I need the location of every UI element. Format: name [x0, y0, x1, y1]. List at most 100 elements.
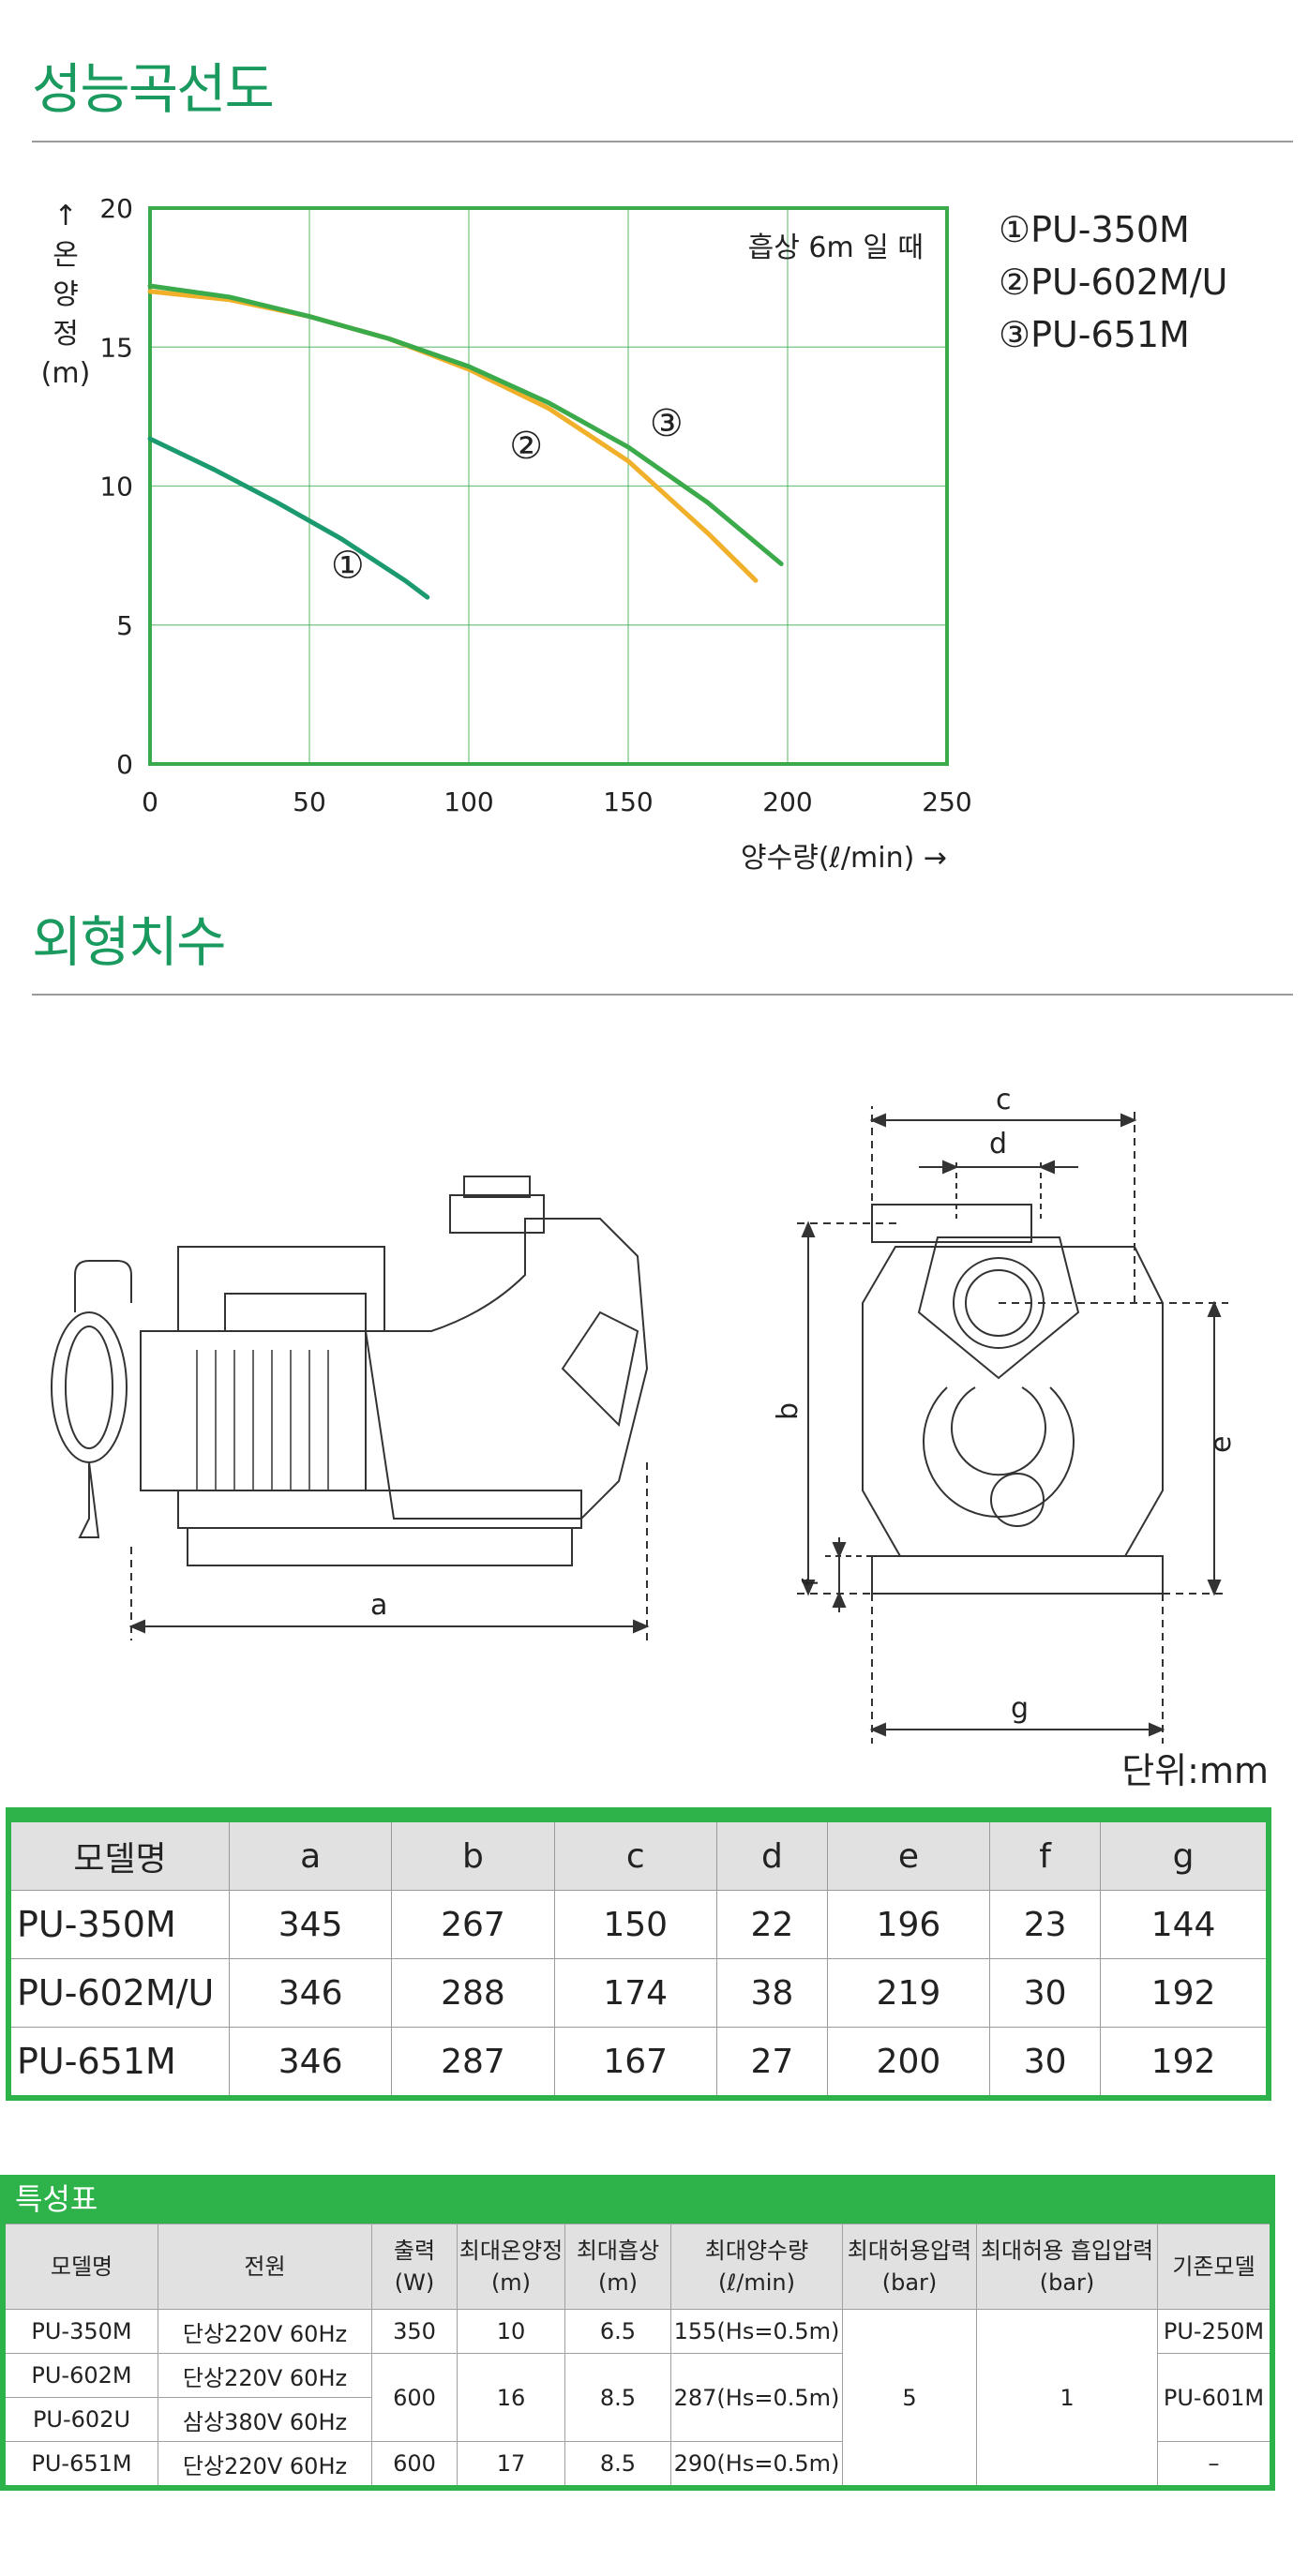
- table-cell: 290(Hs=0.5m): [670, 2441, 843, 2489]
- table-cell: 192: [1100, 1958, 1270, 2028]
- header-cell: g: [1100, 1814, 1270, 1891]
- x-tick-label: 50: [293, 786, 326, 817]
- header-cell: c: [553, 1814, 717, 1891]
- motor-top-box: [177, 1246, 385, 1332]
- unit-label: 단위:mm: [1121, 1750, 1269, 1791]
- x-tick-label: 0: [142, 786, 158, 817]
- table-cell: 600: [371, 2441, 458, 2489]
- table-cell: 단상220V 60Hz: [158, 2441, 372, 2489]
- pump-side-view-drawing: c d b e f g: [772, 1084, 1238, 1744]
- dimension-label-e: e: [1205, 1436, 1238, 1453]
- header-cell: d: [715, 1814, 828, 1891]
- table-row: PU-350M 345 267 150 22 196 23 144: [8, 1890, 1270, 1959]
- table-cell: 5: [842, 2309, 977, 2489]
- table-cell: 345: [228, 1890, 393, 1959]
- table-row: PU-350M 단상220V 60Hz 350 10 6.5 155(Hs=0.…: [2, 2309, 1273, 2489]
- model-cell: PU-350M: [2, 2309, 158, 2354]
- table-cell: 22: [715, 1890, 828, 1959]
- table-cell: –: [1157, 2441, 1273, 2489]
- table-cell: 600: [371, 2353, 458, 2442]
- section-divider: [32, 994, 1293, 996]
- legend-item: ①PU-350M: [999, 209, 1190, 250]
- model-cell: PU-602U: [2, 2397, 158, 2442]
- header-cell: 출력 (W): [371, 2224, 458, 2310]
- header-cell: 모델명: [8, 1814, 230, 1891]
- x-tick-label: 100: [444, 786, 493, 817]
- header-cell: 전원: [158, 2224, 372, 2310]
- table-cell: 8.5: [564, 2441, 671, 2489]
- x-axis-label: 양수량(ℓ/min) →: [741, 842, 947, 875]
- header-cell: 최대흡상 (m): [564, 2224, 671, 2310]
- table-cell: 200: [826, 2027, 991, 2099]
- volute-curve: [923, 1386, 1075, 1519]
- table-row: PU-602M/U 346 288 174 38 219 30 192: [8, 1958, 1270, 2028]
- table-row: PU-651M 단상220V 60Hz 600 17 8.5 290(Hs=0.…: [2, 2441, 1273, 2489]
- chart-annotation: 흡상 6m 일 때: [748, 232, 924, 264]
- y-axis-label: 정: [53, 318, 79, 351]
- pump-front-view-drawing: a: [51, 1176, 650, 1640]
- plug-icon: [78, 1461, 100, 1538]
- table-cell: 삼상380V 60Hz: [158, 2397, 372, 2442]
- header-cell: 모델명: [2, 2224, 158, 2310]
- power-cord: [74, 1260, 132, 1312]
- triangle-flange: [917, 1236, 1080, 1380]
- spec-table-section: 특성표 모델명 전원 출력 (W) 최대온양정 (m) 최대흡상 (m) 최대양…: [0, 2175, 1275, 2491]
- chart-frame: [148, 206, 949, 766]
- table-cell: 150: [553, 1890, 717, 1959]
- header-cell: 최대허용 흡입압력 (bar): [976, 2224, 1158, 2310]
- table-cell: 196: [826, 1890, 991, 1959]
- dimension-label-b: b: [772, 1402, 804, 1420]
- table-row: PU-651M 346 287 167 27 200 30 192: [8, 2027, 1270, 2099]
- table-cell: 174: [553, 1958, 717, 2028]
- performance-curve-title: 성능곡선도: [32, 57, 275, 121]
- y-tick-label: 10: [99, 472, 133, 502]
- x-tick-label: 200: [762, 786, 812, 817]
- table-cell: 27: [715, 2027, 828, 2099]
- header-cell: f: [989, 1814, 1102, 1891]
- table-cell: 346: [228, 1958, 393, 2028]
- dimension-label-f: f: [800, 1578, 823, 1586]
- outlet-port: [449, 1194, 545, 1234]
- table-cell: 267: [391, 1890, 555, 1959]
- table-cell: 6.5: [564, 2309, 671, 2354]
- header-cell: 최대온양정 (m): [457, 2224, 565, 2310]
- header-cell: 최대양수량 (ℓ/min): [670, 2224, 843, 2310]
- y-axis-label: (m): [41, 357, 91, 390]
- dimension-label-a: a: [370, 1589, 387, 1622]
- table-cell: 30: [989, 1958, 1102, 2028]
- table-cell: 1: [976, 2309, 1158, 2489]
- x-tick-label: 250: [922, 786, 971, 817]
- table-cell: 350: [371, 2309, 458, 2354]
- header-cell: a: [228, 1814, 393, 1891]
- table-row: PU-602M 단상220V 60Hz 600 16 8.5 287(Hs=0.…: [2, 2353, 1273, 2442]
- pump-body-side: [862, 1246, 1164, 1557]
- y-tick-label: 20: [99, 193, 133, 224]
- table-row: PU-602U 삼상380V 60Hz: [2, 2397, 1272, 2442]
- y-tick-label: 5: [116, 610, 133, 641]
- table-cell: 17: [457, 2441, 565, 2489]
- table-cell: 155(Hs=0.5m): [670, 2309, 843, 2354]
- spec-table-title: 특성표: [0, 2175, 1275, 2224]
- table-cell: PU-250M: [1157, 2309, 1273, 2354]
- table-header-row: 모델명 a b c d e f g: [8, 1814, 1270, 1891]
- series-marker-label: ③: [650, 402, 684, 445]
- series-line: [147, 283, 784, 566]
- model-cell: PU-602M/U: [8, 1958, 230, 2028]
- table-cell: PU-601M: [1157, 2353, 1273, 2442]
- header-cell: 최대허용압력 (bar): [842, 2224, 977, 2310]
- header-cell: e: [826, 1814, 991, 1891]
- dimension-label-d: d: [989, 1128, 1007, 1161]
- table-cell: 287: [391, 2027, 555, 2099]
- table-cell: 219: [826, 1958, 991, 2028]
- cord-coil: [51, 1311, 128, 1463]
- section-divider: [32, 141, 1293, 142]
- table-cell: 단상220V 60Hz: [158, 2353, 372, 2398]
- y-axis-label: 온: [53, 239, 79, 272]
- table-cell: 38: [715, 1958, 828, 2028]
- side-base: [871, 1555, 1164, 1595]
- y-axis-label: 양: [53, 278, 79, 311]
- dimensions-table: 모델명 a b c d e f g PU-350M 345 267 150 22…: [6, 1807, 1271, 2101]
- table-cell: 23: [989, 1890, 1102, 1959]
- table-cell: 167: [553, 2027, 717, 2099]
